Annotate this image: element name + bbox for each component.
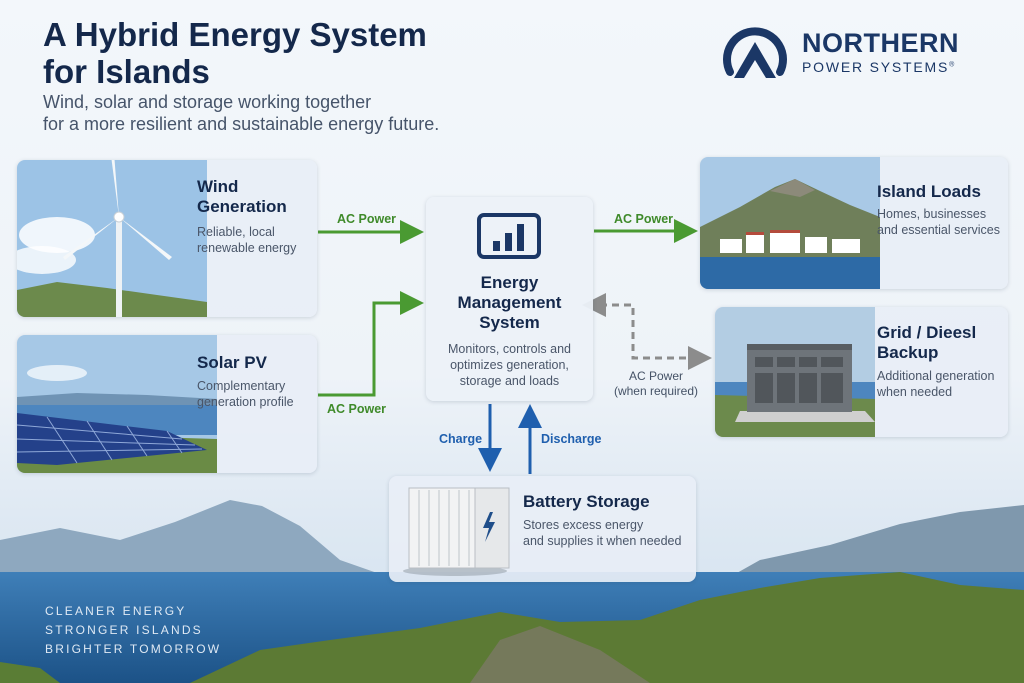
- bar-chart-icon: [477, 213, 541, 259]
- house-icon: [700, 157, 880, 289]
- wind-turbine-icon: [17, 160, 207, 317]
- lightning-icon: [483, 512, 495, 542]
- logo-tagline: POWER SYSTEMS®: [802, 59, 955, 75]
- coastal-rocks: [470, 626, 650, 683]
- solar-ac-power-label: AC Power: [327, 402, 387, 416]
- backup-ac-power-label: AC Power (when required): [613, 369, 699, 398]
- generator-icon: [715, 307, 875, 437]
- footer-tagline: CLEANER ENERGY STRONGER ISLANDS BRIGHTER…: [45, 602, 221, 659]
- battery-title: Battery Storage: [523, 492, 650, 511]
- solar-panel-icon: [17, 335, 217, 473]
- wind-ac-power-label: AC Power: [337, 212, 397, 226]
- page-title: A Hybrid Energy System for Islands: [43, 16, 427, 90]
- footer-line: BRIGHTER TOMORROW: [45, 642, 222, 656]
- logo-mark-icon: [723, 27, 787, 78]
- discharge-label: Discharge: [541, 432, 602, 446]
- left-shore: [0, 662, 60, 683]
- logo-name: NORTHERN: [802, 28, 959, 58]
- northern-power-logo: NORTHERN POWER SYSTEMS®: [722, 20, 992, 82]
- charge-label: Charge: [439, 432, 483, 446]
- loads-ac-power-label: AC Power: [614, 212, 674, 226]
- footer-line: CLEANER ENERGY: [45, 604, 187, 618]
- battery-container-icon: [403, 487, 510, 576]
- page-subtitle: Wind, solar and storage working together…: [43, 92, 440, 134]
- coastal-vegetation: [190, 572, 1024, 683]
- solar-title: Solar PV: [197, 353, 267, 372]
- distant-mountains: [0, 500, 380, 574]
- footer-line: STRONGER ISLANDS: [45, 623, 203, 637]
- loads-title: Island Loads: [877, 182, 981, 201]
